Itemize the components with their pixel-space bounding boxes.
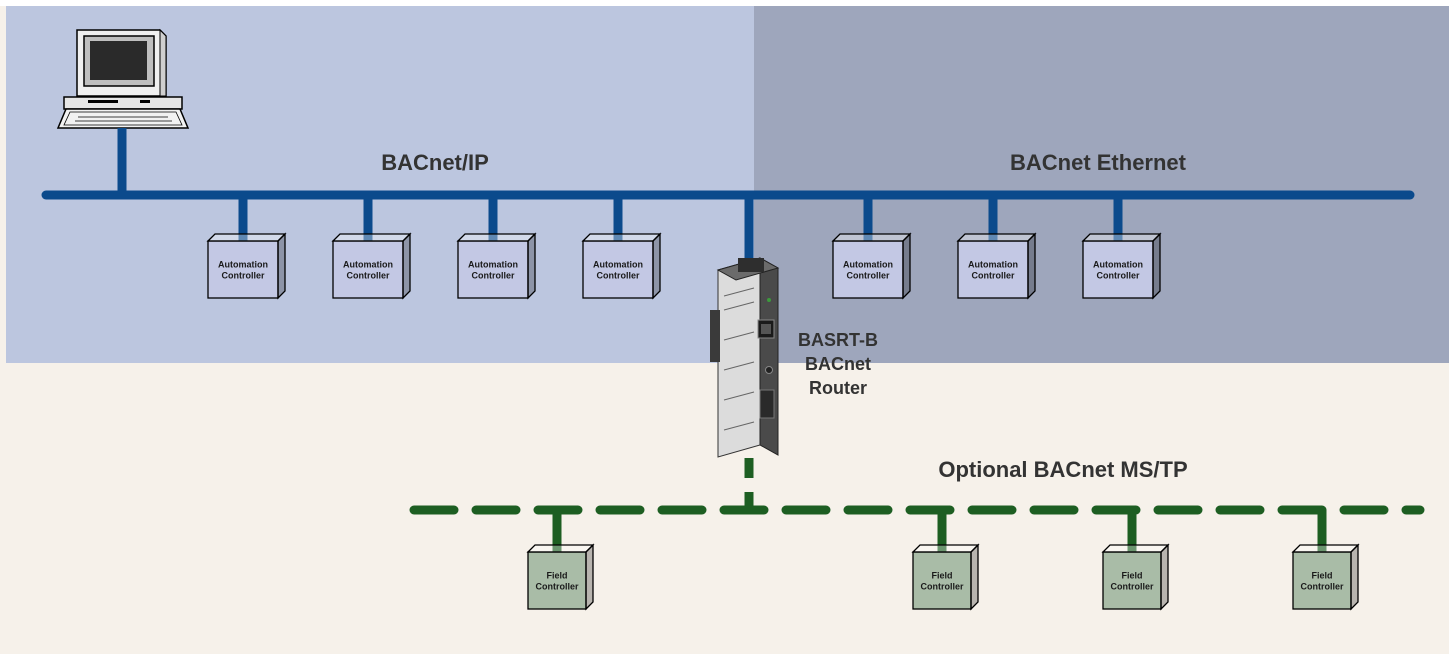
automation-controller-6-top [956, 233, 1037, 242]
field-controller-4-top [1291, 544, 1360, 553]
automation-controller-2-label-line1: Automation [343, 260, 393, 270]
field-controller-3-top [1101, 544, 1170, 553]
field-controller-3-label-line1: Field [1121, 571, 1142, 581]
field-controller-2-top [911, 544, 980, 553]
automation-controller-5-top [831, 233, 912, 242]
field-controller-3-front [1102, 551, 1162, 610]
automation-controller-4-top [581, 233, 662, 242]
automation-controller-4-front [582, 240, 654, 299]
automation-controller-4-label-line1: Automation [593, 260, 643, 270]
basrt-b-router-device [710, 257, 780, 458]
field-controller-3-side [1160, 543, 1169, 611]
field-controller-2-front [912, 551, 972, 610]
field-controller-4-side [1350, 543, 1359, 611]
automation-controller-2-top [331, 233, 412, 242]
automation-controller-7-label-line1: Automation [1093, 260, 1143, 270]
field-controller-2-label-line2: Controller [920, 582, 963, 592]
automation-controller-3-label-line1: Automation [468, 260, 518, 270]
automation-controller-1-front [207, 240, 279, 299]
automation-controller-1-label-line1: Automation [218, 260, 268, 270]
field-controllers-group: FieldControllerFieldControllerFieldContr… [526, 510, 1360, 611]
automation-controller-1-label-line2: Controller [221, 271, 264, 281]
automation-controller-3-side [527, 232, 536, 300]
bacnet-ethernet-zone [754, 6, 1449, 363]
field-controller-2-side [970, 543, 979, 611]
field-controller-4-label-line2: Controller [1300, 582, 1343, 592]
automation-controller-5-label-line2: Controller [846, 271, 889, 281]
automation-controller-7-front [1082, 240, 1154, 299]
router-name-line3: Router [809, 378, 867, 398]
automation-controller-5-label-line1: Automation [843, 260, 893, 270]
automation-controller-7-top [1081, 233, 1162, 242]
field-controller-1-side [585, 543, 594, 611]
field-controller-1-front [527, 551, 587, 610]
computer-icon [56, 28, 190, 129]
mstp-label: Optional BACnet MS/TP [938, 457, 1187, 482]
automation-controller-2-front [332, 240, 404, 299]
field-controller-3-label-line2: Controller [1110, 582, 1153, 592]
field-controller-4-front [1292, 551, 1352, 610]
automation-controller-7-side [1152, 232, 1161, 300]
automation-controller-3-front [457, 240, 529, 299]
bacnet-ip-label: BACnet/IP [381, 150, 489, 175]
automation-controller-4-label-line2: Controller [596, 271, 639, 281]
automation-controller-6-label-line2: Controller [971, 271, 1014, 281]
automation-controller-2-label-line2: Controller [346, 271, 389, 281]
automation-controller-3-top [456, 233, 537, 242]
automation-controller-6-front [957, 240, 1029, 299]
automation-controller-7-label-line2: Controller [1096, 271, 1139, 281]
bacnet-ethernet-label: BACnet Ethernet [1010, 150, 1187, 175]
automation-controller-1-top [206, 233, 287, 242]
automation-controllers-group: AutomationControllerAutomationController… [206, 195, 1162, 300]
field-controller-1-label-line2: Controller [535, 582, 578, 592]
automation-controller-3-label-line2: Controller [471, 271, 514, 281]
automation-controller-5-side [902, 232, 911, 300]
router-name-line2: BACnet [805, 354, 871, 374]
automation-controller-6-side [1027, 232, 1036, 300]
router-name-line1: BASRT-B [798, 330, 878, 350]
automation-controller-5-front [832, 240, 904, 299]
field-controller-1-label-line1: Field [546, 571, 567, 581]
field-controller-2-label-line1: Field [931, 571, 952, 581]
field-controller-4-label-line1: Field [1311, 571, 1332, 581]
automation-controller-2-side [402, 232, 411, 300]
automation-controller-4-side [652, 232, 661, 300]
field-controller-1-top [526, 544, 595, 553]
automation-controller-1-side [277, 232, 286, 300]
automation-controller-6-label-line1: Automation [968, 260, 1018, 270]
page-top-edge [0, 0, 1449, 6]
